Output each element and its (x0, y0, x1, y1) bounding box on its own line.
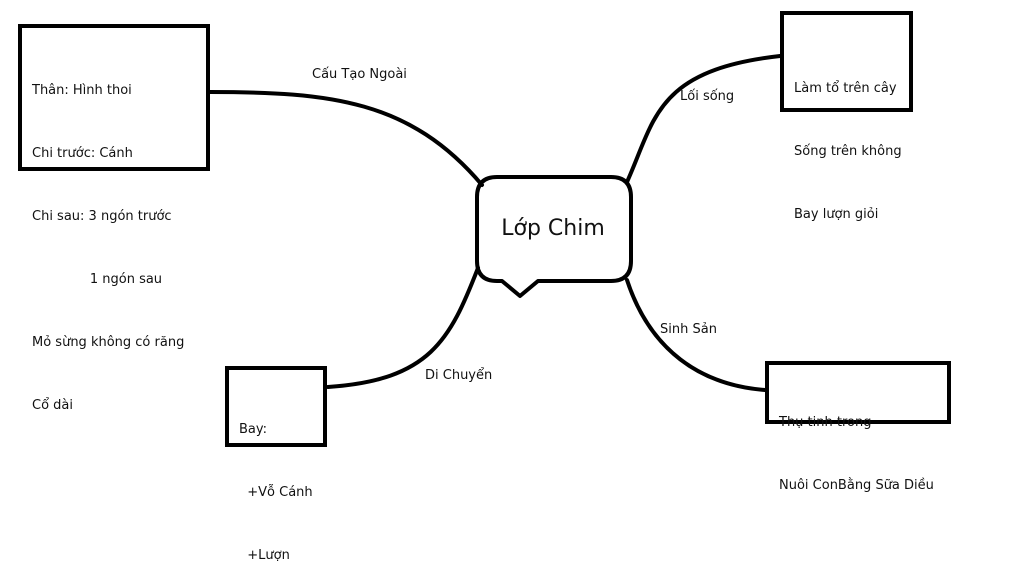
structure-line: Chi sau: 3 ngón trước (32, 209, 172, 224)
structure-line: Cổ dài (32, 398, 73, 413)
connector-movement (326, 266, 480, 389)
connector-structure (208, 90, 484, 187)
center-node-title: Lớp Chim (501, 216, 605, 241)
branch-label-structure: Cấu Tạo Ngoài (312, 67, 407, 82)
lifestyle-line: Bay lượn giỏi (794, 207, 879, 222)
structure-line: Mỏ sừng không có răng (32, 335, 185, 350)
structure-box: Thân: Hình thoi Chi trước: Cánh Chi sau:… (18, 24, 210, 413)
movement-line: Bay: (239, 422, 268, 437)
connector-layer (208, 54, 782, 392)
branch-label-reproduction: Sinh Sản (660, 322, 717, 337)
reproduction-box: Thụ tinh trong Nuôi ConBằng Sữa Diều (765, 361, 951, 493)
structure-line: Chi trước: Cánh (32, 146, 133, 161)
branch-label-lifestyle: Lối sống (680, 89, 735, 104)
branch-label-movement: Di Chuyển (425, 368, 493, 383)
structure-line: 1 ngón sau (32, 272, 163, 287)
movement-box: Bay: +Vỗ Cánh +Lượn (225, 366, 327, 563)
lifestyle-line: Sống trên không (794, 144, 902, 159)
connector-reproduction (625, 278, 767, 392)
reproduction-line: Nuôi ConBằng Sữa Diều (779, 478, 934, 493)
connector-lifestyle (625, 54, 782, 184)
lifestyle-line: Làm tổ trên cây (794, 81, 897, 96)
movement-line: +Vỗ Cánh (239, 485, 313, 500)
center-node-shape (475, 175, 633, 298)
structure-line: Thân: Hình thoi (32, 83, 132, 98)
movement-line: +Lượn (239, 548, 290, 563)
reproduction-line: Thụ tinh trong (779, 415, 872, 430)
lifestyle-box: Làm tổ trên cây Sống trên không Bay lượn… (780, 11, 913, 222)
